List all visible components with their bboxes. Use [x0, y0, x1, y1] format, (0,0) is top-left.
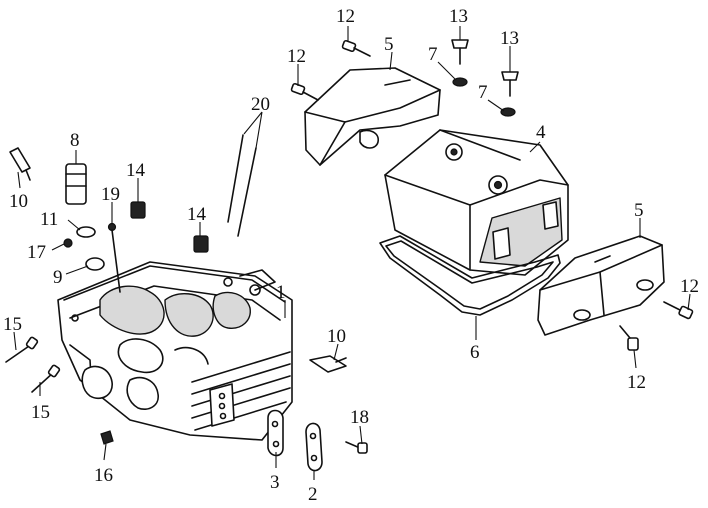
callout-5-upper: 5: [384, 34, 394, 55]
callout-14-b: 14: [187, 204, 207, 225]
callout-labels: 1 2 3 4 5 5 6 7 7 8 9 10 10 11 12 12 12 …: [3, 6, 699, 505]
side-cover-lower: [537, 235, 665, 336]
bolt-18: [345, 441, 368, 454]
plug-10-a: [9, 147, 31, 181]
gasket-2: [305, 422, 323, 472]
callout-15-b: 15: [31, 402, 50, 423]
callout-13-b: 13: [500, 28, 519, 49]
callout-13-a: 13: [449, 6, 468, 27]
callout-5-lower: 5: [634, 200, 644, 221]
callout-17: 17: [27, 242, 46, 263]
nut-14-b: [193, 235, 209, 253]
bolt-12-c: [663, 301, 694, 320]
cover-gasket: [379, 235, 561, 316]
part-16: [100, 430, 114, 445]
callout-15-a: 15: [3, 314, 22, 335]
bolt-15-a: [5, 336, 39, 363]
callout-12-b: 12: [287, 46, 306, 67]
callout-19: 19: [101, 184, 120, 205]
part-9: [85, 257, 105, 271]
callout-20: 20: [251, 94, 270, 115]
callout-18: 18: [350, 407, 369, 428]
callout-14-a: 14: [126, 160, 146, 181]
callout-12-a: 12: [336, 6, 355, 27]
callout-4: 4: [536, 122, 546, 143]
cylinder-head: [57, 261, 293, 441]
callout-12-d: 12: [627, 372, 646, 393]
leader-lines: [13, 26, 691, 480]
callout-12-c: 12: [680, 276, 699, 297]
nut-14-a: [130, 201, 146, 219]
head-cover: [384, 129, 569, 276]
gasket-3: [267, 409, 284, 457]
bolt-13-b: [501, 71, 519, 97]
side-cover-upper: [304, 67, 441, 166]
callout-6: 6: [470, 342, 480, 363]
callout-1: 1: [276, 282, 286, 303]
callout-3: 3: [270, 472, 280, 493]
callout-11: 11: [40, 209, 58, 230]
tappet-cap-8: [65, 163, 87, 205]
bolt-12-d: [619, 325, 639, 351]
callout-10-a: 10: [9, 191, 28, 212]
bolt-12-b: [290, 82, 319, 101]
callout-9: 9: [53, 267, 63, 288]
bolt-15-b: [31, 364, 61, 393]
washer-7-a: [452, 77, 468, 87]
callout-7-b: 7: [478, 82, 488, 103]
callout-2: 2: [308, 484, 318, 505]
part-17: [63, 238, 73, 248]
bolt-12-a: [341, 39, 371, 57]
plug-10-b: [309, 355, 347, 373]
callout-10-b: 10: [327, 326, 346, 347]
callout-7-a: 7: [428, 44, 438, 65]
callout-8: 8: [70, 130, 80, 151]
studs-20: [227, 134, 257, 237]
o-ring-11: [76, 226, 96, 238]
bolt-13-a: [451, 39, 469, 65]
callout-16: 16: [94, 465, 113, 486]
washer-7-b: [500, 107, 516, 117]
